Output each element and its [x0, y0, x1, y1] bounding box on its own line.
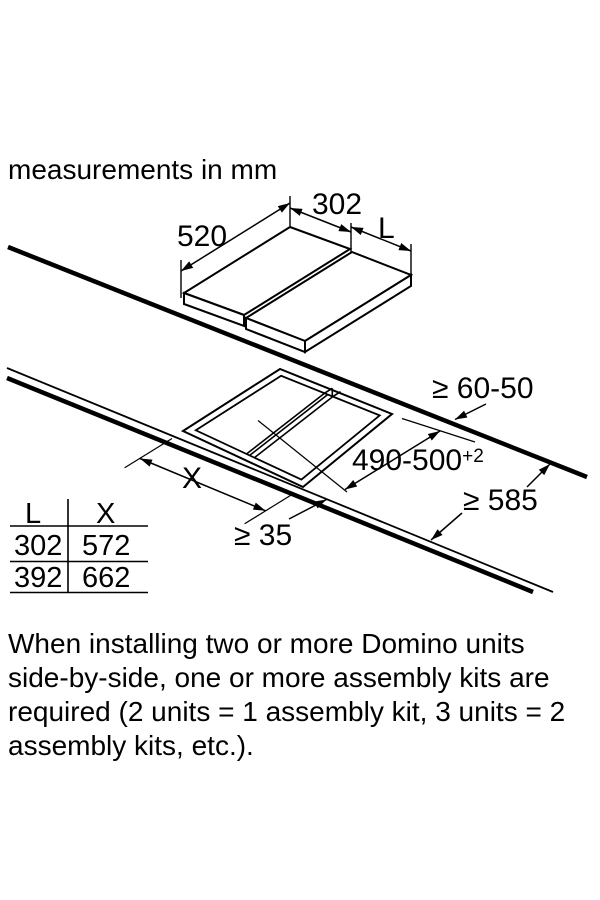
hob-isometric-drawing [7, 196, 588, 480]
dim-label-back-clearance: ≥ 60-50 [432, 372, 534, 405]
note-line-3: required (2 units = 1 assembly kit, 3 un… [8, 696, 566, 727]
dim-label-520: 520 [177, 220, 228, 253]
leader-worktop-depth-back [526, 463, 551, 488]
dim-line-490-500 [344, 430, 441, 491]
dim-label-cutout-depth: 490-500+2 [352, 446, 484, 476]
leader-back-clearance [454, 403, 487, 421]
worktop-front-edge-thick-line [6, 375, 534, 595]
left-hob-front-face [183, 291, 245, 328]
dim-line-520 [180, 202, 291, 272]
table-header-l: L [25, 498, 42, 530]
lx-table-rules [10, 499, 148, 594]
table-header-x: X [96, 498, 116, 530]
worktop-front-edge-thin-line [6, 367, 554, 593]
table-row1-x: 572 [82, 530, 131, 562]
dim-label-worktop-depth: ≥ 585 [463, 484, 538, 517]
assembly-kit-divider-bar [246, 387, 342, 459]
units-note-text: measurements in mm [8, 154, 278, 185]
note-line-1: When installing two or more Domino units [8, 628, 525, 659]
right-hob-side-face [304, 273, 412, 354]
note-line-4: assembly kits, etc.). [8, 730, 254, 761]
cutout-inner-outline [193, 374, 382, 481]
dim-label-302: 302 [312, 188, 363, 221]
dim-line-L [350, 226, 412, 252]
cutout-drawing [6, 367, 554, 595]
wall-back-edge-line [7, 244, 588, 480]
dim-line-302 [289, 207, 352, 233]
table-row1-l: 302 [14, 530, 63, 562]
table-row2-x: 662 [82, 562, 131, 594]
cutout-depth-value: 490-500 [352, 444, 463, 477]
assembly-kit-note: When installing two or more Domino units… [8, 627, 565, 763]
cutout-extension-lines [124, 417, 476, 525]
leader-front-clearance [288, 498, 327, 520]
note-line-2: side-by-side, one or more assembly kits … [8, 662, 550, 693]
dim-label-front-clearance: ≥ 35 [234, 519, 293, 552]
dim-label-L: L [378, 212, 395, 245]
dim-label-cutout-width: X [182, 462, 203, 495]
table-row2-l: 392 [14, 562, 63, 594]
cutout-depth-tolerance: +2 [462, 446, 484, 467]
dim-line-X [139, 457, 266, 512]
leader-worktop-depth-front [430, 512, 463, 541]
